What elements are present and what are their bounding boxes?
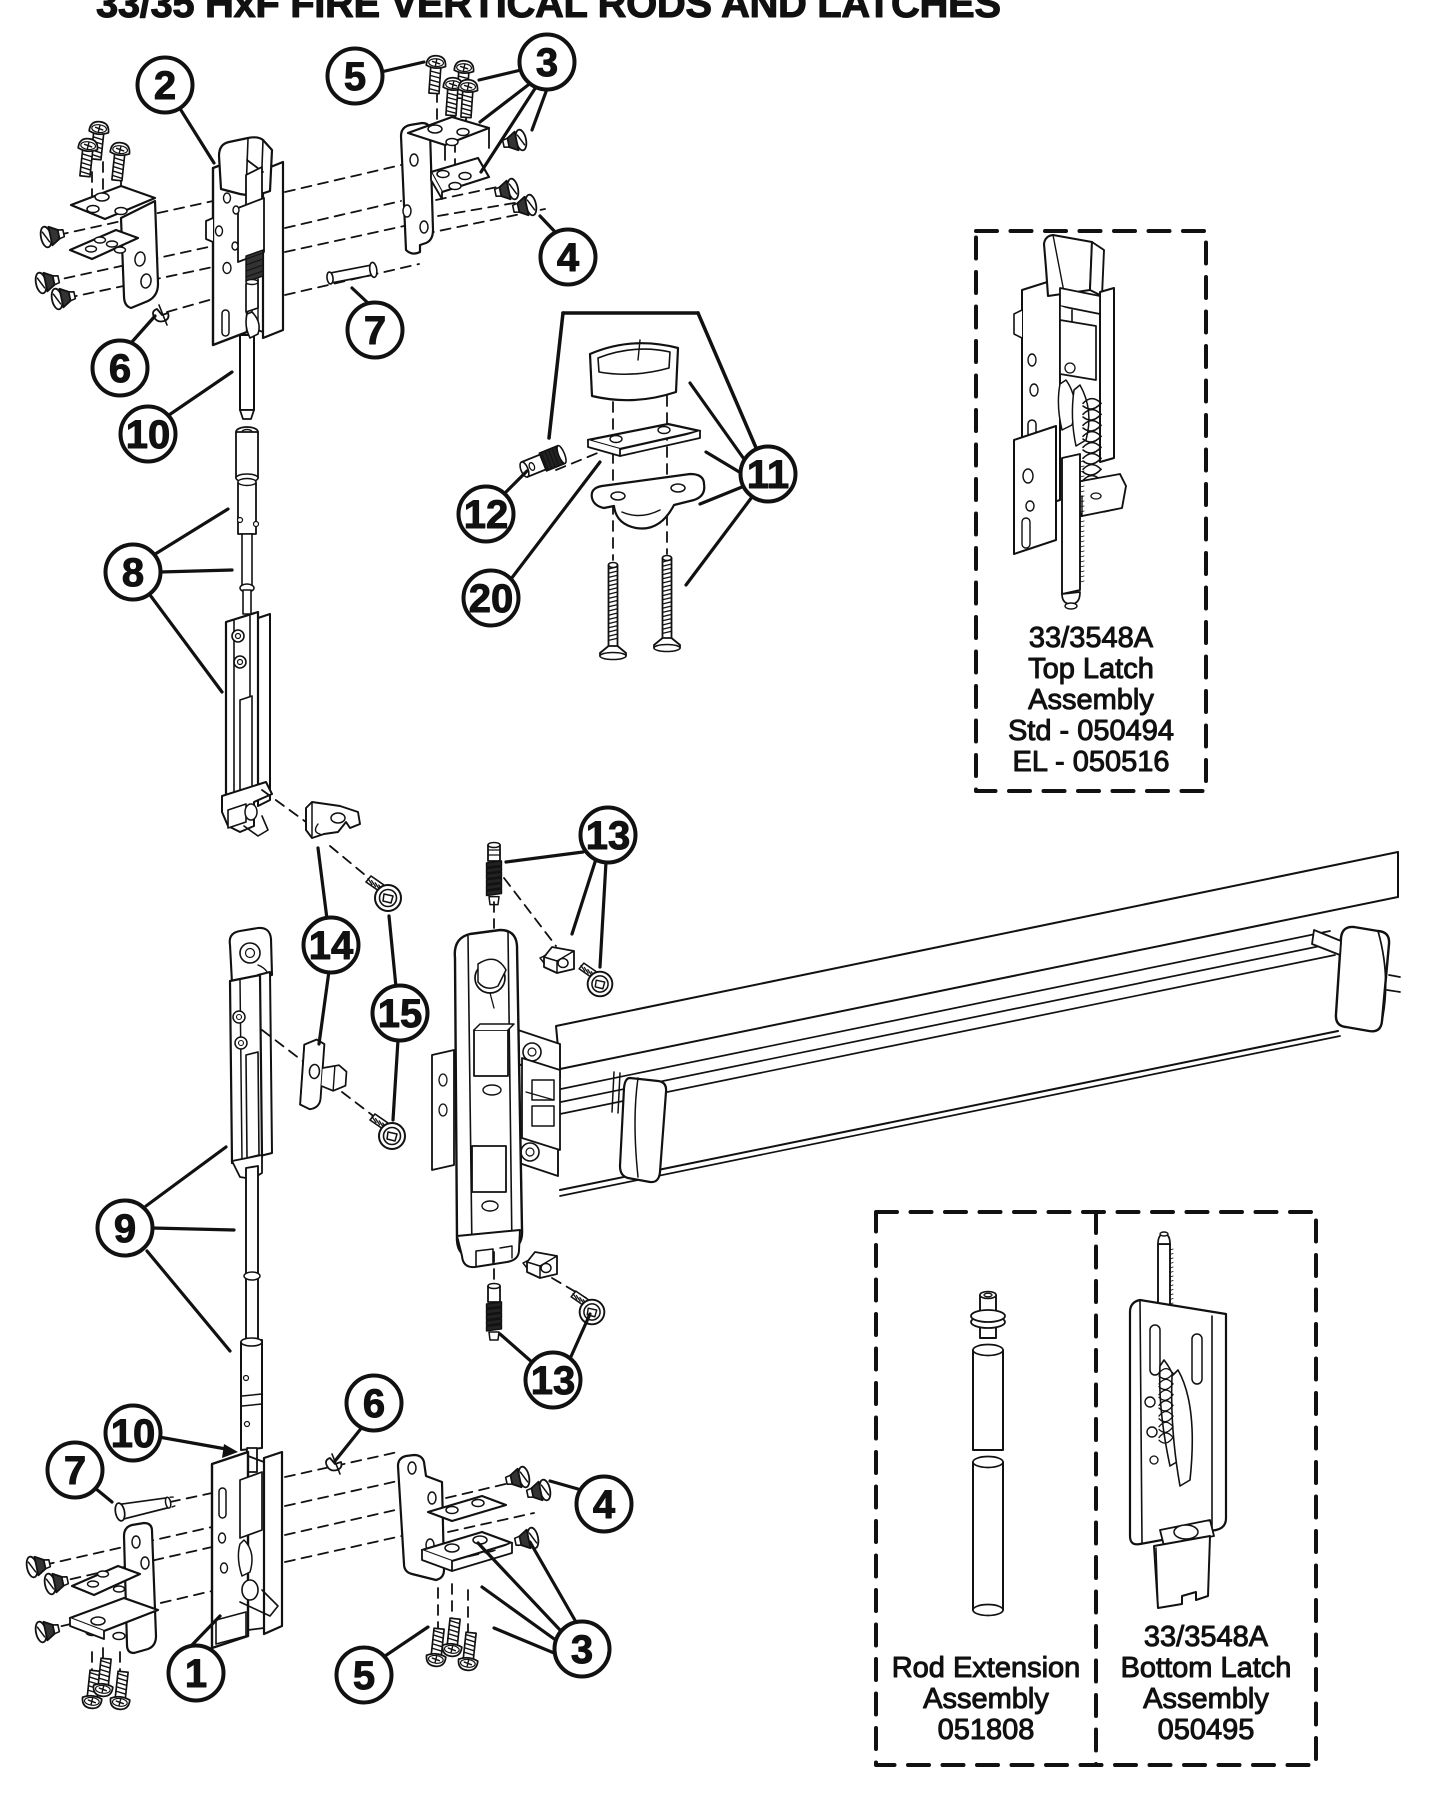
svg-text:051808: 051808 <box>938 1714 1035 1746</box>
svg-text:33/3548A: 33/3548A <box>1029 622 1154 654</box>
svg-text:3: 3 <box>571 1628 593 1672</box>
svg-text:4: 4 <box>593 1483 616 1527</box>
svg-text:Rod Extension: Rod Extension <box>892 1652 1081 1684</box>
svg-text:Assembly: Assembly <box>1143 1683 1269 1715</box>
svg-text:14: 14 <box>309 924 354 968</box>
svg-text:6: 6 <box>109 347 131 391</box>
svg-text:12: 12 <box>464 493 509 537</box>
svg-text:9: 9 <box>114 1207 136 1251</box>
svg-text:33/3548A: 33/3548A <box>1144 1621 1269 1653</box>
svg-text:Top Latch: Top Latch <box>1028 653 1154 685</box>
svg-text:5: 5 <box>353 1654 375 1698</box>
svg-text:Assembly: Assembly <box>1028 684 1154 716</box>
svg-text:11: 11 <box>747 453 789 497</box>
svg-text:7: 7 <box>64 1449 86 1493</box>
svg-text:3: 3 <box>536 41 558 85</box>
svg-text:050495: 050495 <box>1158 1714 1255 1746</box>
svg-text:4: 4 <box>557 236 580 280</box>
svg-text:5: 5 <box>344 55 366 99</box>
svg-text:15: 15 <box>378 992 423 1036</box>
svg-text:7: 7 <box>364 309 386 353</box>
svg-text:13: 13 <box>586 814 631 858</box>
svg-text:20: 20 <box>469 577 514 621</box>
svg-text:EL - 050516: EL - 050516 <box>1013 746 1170 778</box>
svg-text:10: 10 <box>126 413 171 457</box>
svg-text:33/35 HxF FIRE VERTICAL RODS A: 33/35 HxF FIRE VERTICAL RODS AND LATCHES <box>96 0 1001 26</box>
svg-text:2: 2 <box>154 64 176 108</box>
svg-text:Assembly: Assembly <box>923 1683 1049 1715</box>
svg-text:6: 6 <box>363 1382 385 1426</box>
svg-text:Bottom Latch: Bottom Latch <box>1121 1652 1292 1684</box>
svg-text:10: 10 <box>111 1412 156 1456</box>
svg-text:Std - 050494: Std - 050494 <box>1008 715 1174 747</box>
svg-text:13: 13 <box>531 1359 576 1403</box>
svg-text:8: 8 <box>122 551 144 595</box>
svg-text:1: 1 <box>185 1652 207 1696</box>
